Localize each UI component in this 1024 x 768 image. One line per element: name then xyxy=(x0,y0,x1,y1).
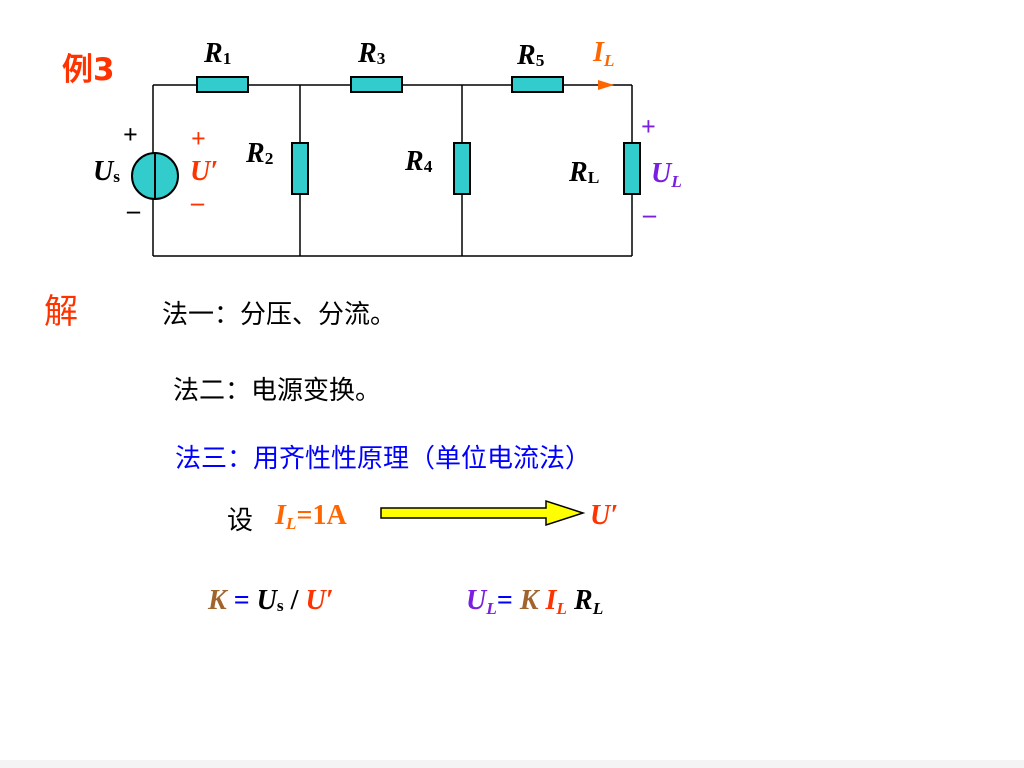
label-rl: RL xyxy=(569,157,600,188)
label-r1: R1 xyxy=(204,38,232,69)
method-one: 法一：分压、分流。 xyxy=(162,300,397,330)
method-three: 法三：用齐性性原理（单位电流法） xyxy=(175,444,592,474)
resistor-r4 xyxy=(453,142,471,195)
source-plus-sign: + xyxy=(123,120,138,149)
label-r5: R5 xyxy=(517,40,545,71)
assume-current: IL=1A xyxy=(275,500,347,533)
formula-k: K = Us / U′ xyxy=(208,585,334,616)
resistor-r3 xyxy=(350,76,403,93)
label-u-prime: U′ xyxy=(190,156,219,187)
implies-arrow-icon xyxy=(380,499,586,527)
bottom-band xyxy=(0,760,1024,768)
solution-label: 解 xyxy=(44,292,78,332)
source-minus-sign: – xyxy=(127,196,140,225)
label-r4: R4 xyxy=(405,146,433,177)
resistor-r2 xyxy=(291,142,309,195)
ul-minus-sign: – xyxy=(643,200,656,229)
label-r3: R3 xyxy=(358,38,386,69)
label-ul: UL xyxy=(651,158,682,191)
current-arrow-icon xyxy=(598,80,614,90)
resistor-r5 xyxy=(511,76,564,93)
example-label: 例3 xyxy=(62,52,115,88)
assume-prefix: 设 xyxy=(227,506,254,536)
u-prime-plus-sign: + xyxy=(191,124,206,153)
label-r2: R2 xyxy=(246,138,274,169)
assume-result-u-prime: U′ xyxy=(590,500,619,531)
formula-ul: UL= K IL RL xyxy=(466,585,604,618)
u-prime-minus-sign: – xyxy=(191,188,204,217)
resistor-rl xyxy=(623,142,641,195)
resistor-r1 xyxy=(196,76,249,93)
ul-plus-sign: + xyxy=(641,112,656,141)
label-il: IL xyxy=(593,37,615,70)
label-us: Us xyxy=(93,156,120,187)
method-two: 法二：电源变换。 xyxy=(173,376,382,406)
